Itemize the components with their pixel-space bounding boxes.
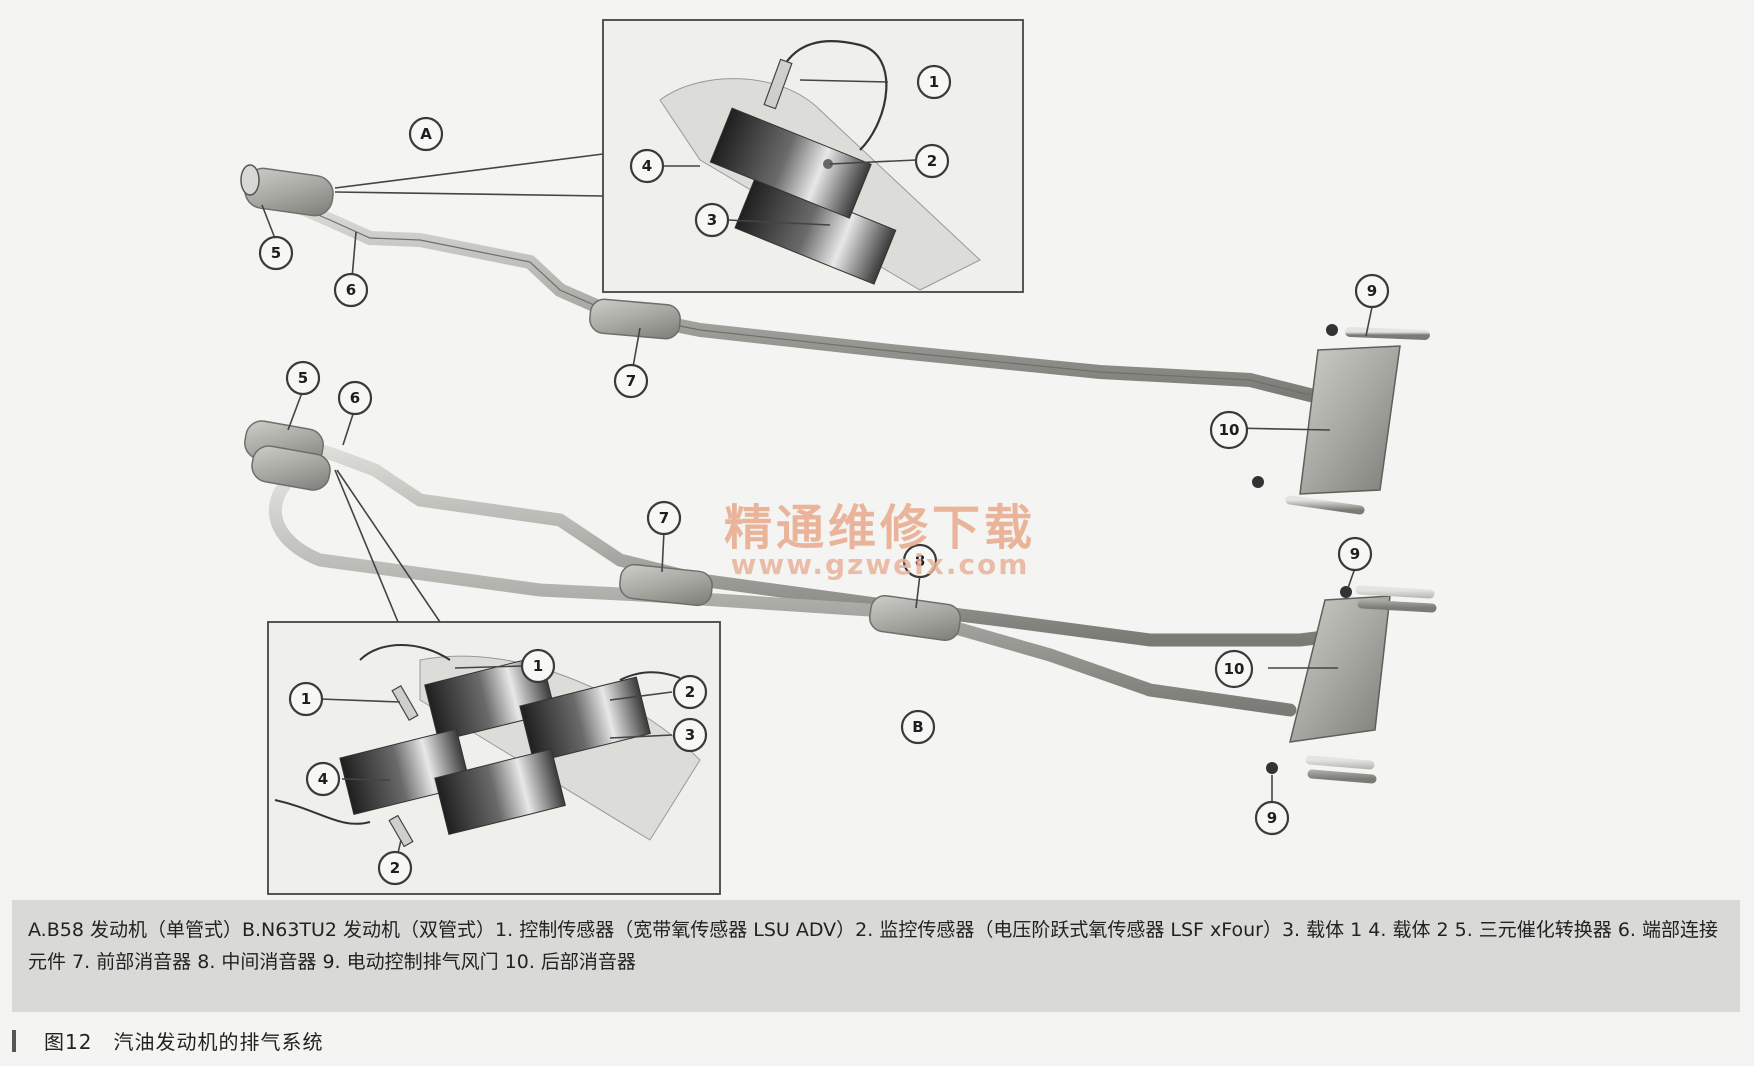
svg-text:1: 1 — [301, 690, 311, 708]
inset-a-sensor-1 — [763, 58, 793, 110]
callout-b-inset-3: 3 — [672, 717, 708, 753]
exhaust-system-diagram: A B 1 2 4 3 5 6 7 9 10 5 6 7 8 9 10 9 1 … — [240, 19, 1437, 895]
system-b-tailpipe-upper — [1355, 585, 1437, 613]
legend-text: A.B58 发动机（单管式）B.N63TU2 发动机（双管式）1. 控制传感器（… — [28, 919, 1718, 973]
svg-text:1: 1 — [533, 657, 543, 675]
system-a-converter-inlet — [240, 164, 260, 196]
system-b-front-muffler — [619, 563, 713, 607]
inset-b-sensor-cable — [274, 644, 681, 825]
svg-text:2: 2 — [685, 683, 695, 701]
callout-a: A — [408, 116, 444, 152]
system-b-pipe-lower — [268, 463, 1297, 717]
svg-text:10: 10 — [1224, 660, 1245, 678]
system-a-rear-muffler — [1299, 345, 1401, 495]
inset-a — [334, 19, 1024, 293]
inset-b-sensor-1 — [391, 684, 419, 722]
callout-a-10: 10 — [1209, 410, 1249, 450]
inset-b-carrier-upper-left — [424, 655, 556, 742]
inset-b-pointer-left — [334, 469, 399, 623]
callout-a-5: 5 — [258, 235, 294, 271]
system-b-center-muffler — [868, 594, 962, 642]
callout-a-inset-4: 4 — [629, 148, 665, 184]
callout-b-9-upper: 9 — [1337, 536, 1373, 572]
svg-text:8: 8 — [915, 552, 925, 570]
svg-text:2: 2 — [390, 859, 400, 877]
svg-text:B: B — [912, 718, 923, 736]
svg-text:6: 6 — [346, 281, 356, 299]
callout-a-7: 7 — [613, 363, 649, 399]
callout-b-inset-4: 4 — [305, 761, 341, 797]
inset-a-sensor-2 — [823, 159, 833, 169]
watermark-url: www.gzweix.com — [730, 548, 1030, 581]
svg-text:3: 3 — [707, 211, 717, 229]
svg-text:5: 5 — [298, 369, 308, 387]
legend-box: A.B58 发动机（单管式）B.N63TU2 发动机（双管式）1. 控制传感器（… — [12, 900, 1740, 1012]
svg-text:3: 3 — [685, 726, 695, 744]
svg-text:4: 4 — [318, 770, 328, 788]
caption-marker — [12, 1030, 16, 1052]
system-b-tailpipe-lower — [1305, 755, 1377, 784]
inset-a-pointer-bottom — [334, 191, 604, 197]
inset-b-sensor-2 — [388, 814, 414, 848]
inset-b-pointer-right — [336, 469, 441, 623]
system-a-main-pipe-edge — [259, 189, 1311, 396]
svg-text:5: 5 — [271, 244, 281, 262]
figure-caption: 图12 汽油发动机的排气系统 — [44, 1030, 324, 1054]
svg-text:10: 10 — [1219, 421, 1240, 439]
svg-text:4: 4 — [642, 157, 652, 175]
callout-b-10: 10 — [1214, 649, 1254, 689]
svg-text:7: 7 — [626, 372, 636, 390]
svg-text:7: 7 — [659, 509, 669, 527]
callout-b-7: 7 — [646, 500, 682, 536]
system-a-flap-actuator-lower — [1252, 476, 1264, 488]
callout-b-inset-1-top: 1 — [520, 648, 556, 684]
inset-b-carrier-lower-right — [434, 748, 566, 836]
callout-a-inset-2: 2 — [914, 143, 950, 179]
callout-b-inset-2-bottom: 2 — [377, 850, 413, 886]
svg-text:6: 6 — [350, 389, 360, 407]
system-b-flap-actuator-lower — [1266, 762, 1278, 774]
system-a-tailpipe-lower — [1285, 495, 1365, 515]
callout-b-6: 6 — [337, 380, 373, 416]
svg-text:A: A — [420, 125, 432, 143]
svg-text:2: 2 — [927, 152, 937, 170]
system-a-flap-actuator — [1326, 324, 1338, 336]
system-a-front-muffler — [589, 298, 681, 340]
callout-b-5: 5 — [285, 360, 321, 396]
inset-a-carrier-2 — [709, 107, 872, 219]
callout-b-inset-1-left: 1 — [288, 681, 324, 717]
svg-text:9: 9 — [1267, 809, 1277, 827]
leader-lines — [261, 79, 1373, 867]
system-b-catalytic-converter-2 — [251, 445, 331, 491]
inset-b-carrier-lower-left — [339, 728, 471, 816]
inset-a-pointer-top — [334, 153, 604, 189]
callout-b: B — [900, 709, 936, 745]
system-b-flap-actuator-upper — [1340, 586, 1352, 598]
callout-a-6: 6 — [333, 272, 369, 308]
svg-text:1: 1 — [929, 73, 939, 91]
callout-b-inset-2-right: 2 — [672, 674, 708, 710]
svg-text:9: 9 — [1367, 282, 1377, 300]
system-a-exhaust — [240, 164, 1430, 515]
callout-a-inset-3: 3 — [694, 202, 730, 238]
svg-text:9: 9 — [1350, 545, 1360, 563]
callout-b-8: 8 — [902, 543, 938, 579]
system-a-tailpipe — [1345, 327, 1430, 340]
callout-b-9-lower: 9 — [1254, 800, 1290, 836]
system-b-rear-muffler — [1289, 595, 1391, 743]
callout-a-inset-1: 1 — [916, 64, 952, 100]
inset-b — [267, 469, 721, 895]
watermark-title: 精通维修下载 — [723, 500, 1036, 556]
system-b-exhaust — [244, 420, 1437, 784]
callout-a-9: 9 — [1354, 273, 1390, 309]
